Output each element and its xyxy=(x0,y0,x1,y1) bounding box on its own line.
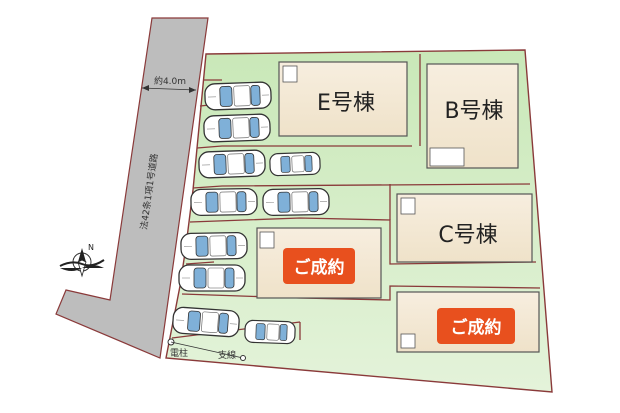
car-icon xyxy=(171,306,241,338)
road-width-label: 約4.0m xyxy=(154,75,186,87)
sold-badge-A-text: ご成約 xyxy=(451,317,502,338)
car-icon xyxy=(190,187,258,217)
car-icon xyxy=(269,151,321,177)
building-C-label: C号棟 xyxy=(438,223,497,248)
car-icon xyxy=(203,81,273,111)
utility-markers: 電柱 支線 xyxy=(167,338,246,361)
building-E: E号棟 xyxy=(278,61,408,137)
car-icon xyxy=(244,319,296,345)
road xyxy=(55,17,209,359)
svg-text:N: N xyxy=(88,243,94,252)
car-icon xyxy=(202,113,272,143)
sold-badge-D xyxy=(283,248,355,284)
building-C: C号棟 xyxy=(396,193,533,263)
utility-pole-label: 電柱 xyxy=(170,347,188,359)
sold-badge-D-text: ご成約 xyxy=(294,257,345,278)
guy-wire-icon xyxy=(240,355,246,361)
car-icon xyxy=(197,149,267,179)
guy-wire-label: 支線 xyxy=(218,349,236,361)
sold-badge-A xyxy=(437,308,515,344)
building-A-sold: ご成約 xyxy=(396,291,540,353)
building-E-label: E号棟 xyxy=(317,91,375,116)
car-icon xyxy=(178,264,246,292)
road-width-dimension xyxy=(141,87,197,91)
building-B: B号棟 xyxy=(426,63,519,169)
car-icon xyxy=(180,231,248,261)
building-D-sold: ご成約 xyxy=(256,227,382,299)
car-icon xyxy=(262,187,330,217)
building-B-label: B号棟 xyxy=(444,99,503,124)
north-compass-icon: N xyxy=(59,243,105,278)
